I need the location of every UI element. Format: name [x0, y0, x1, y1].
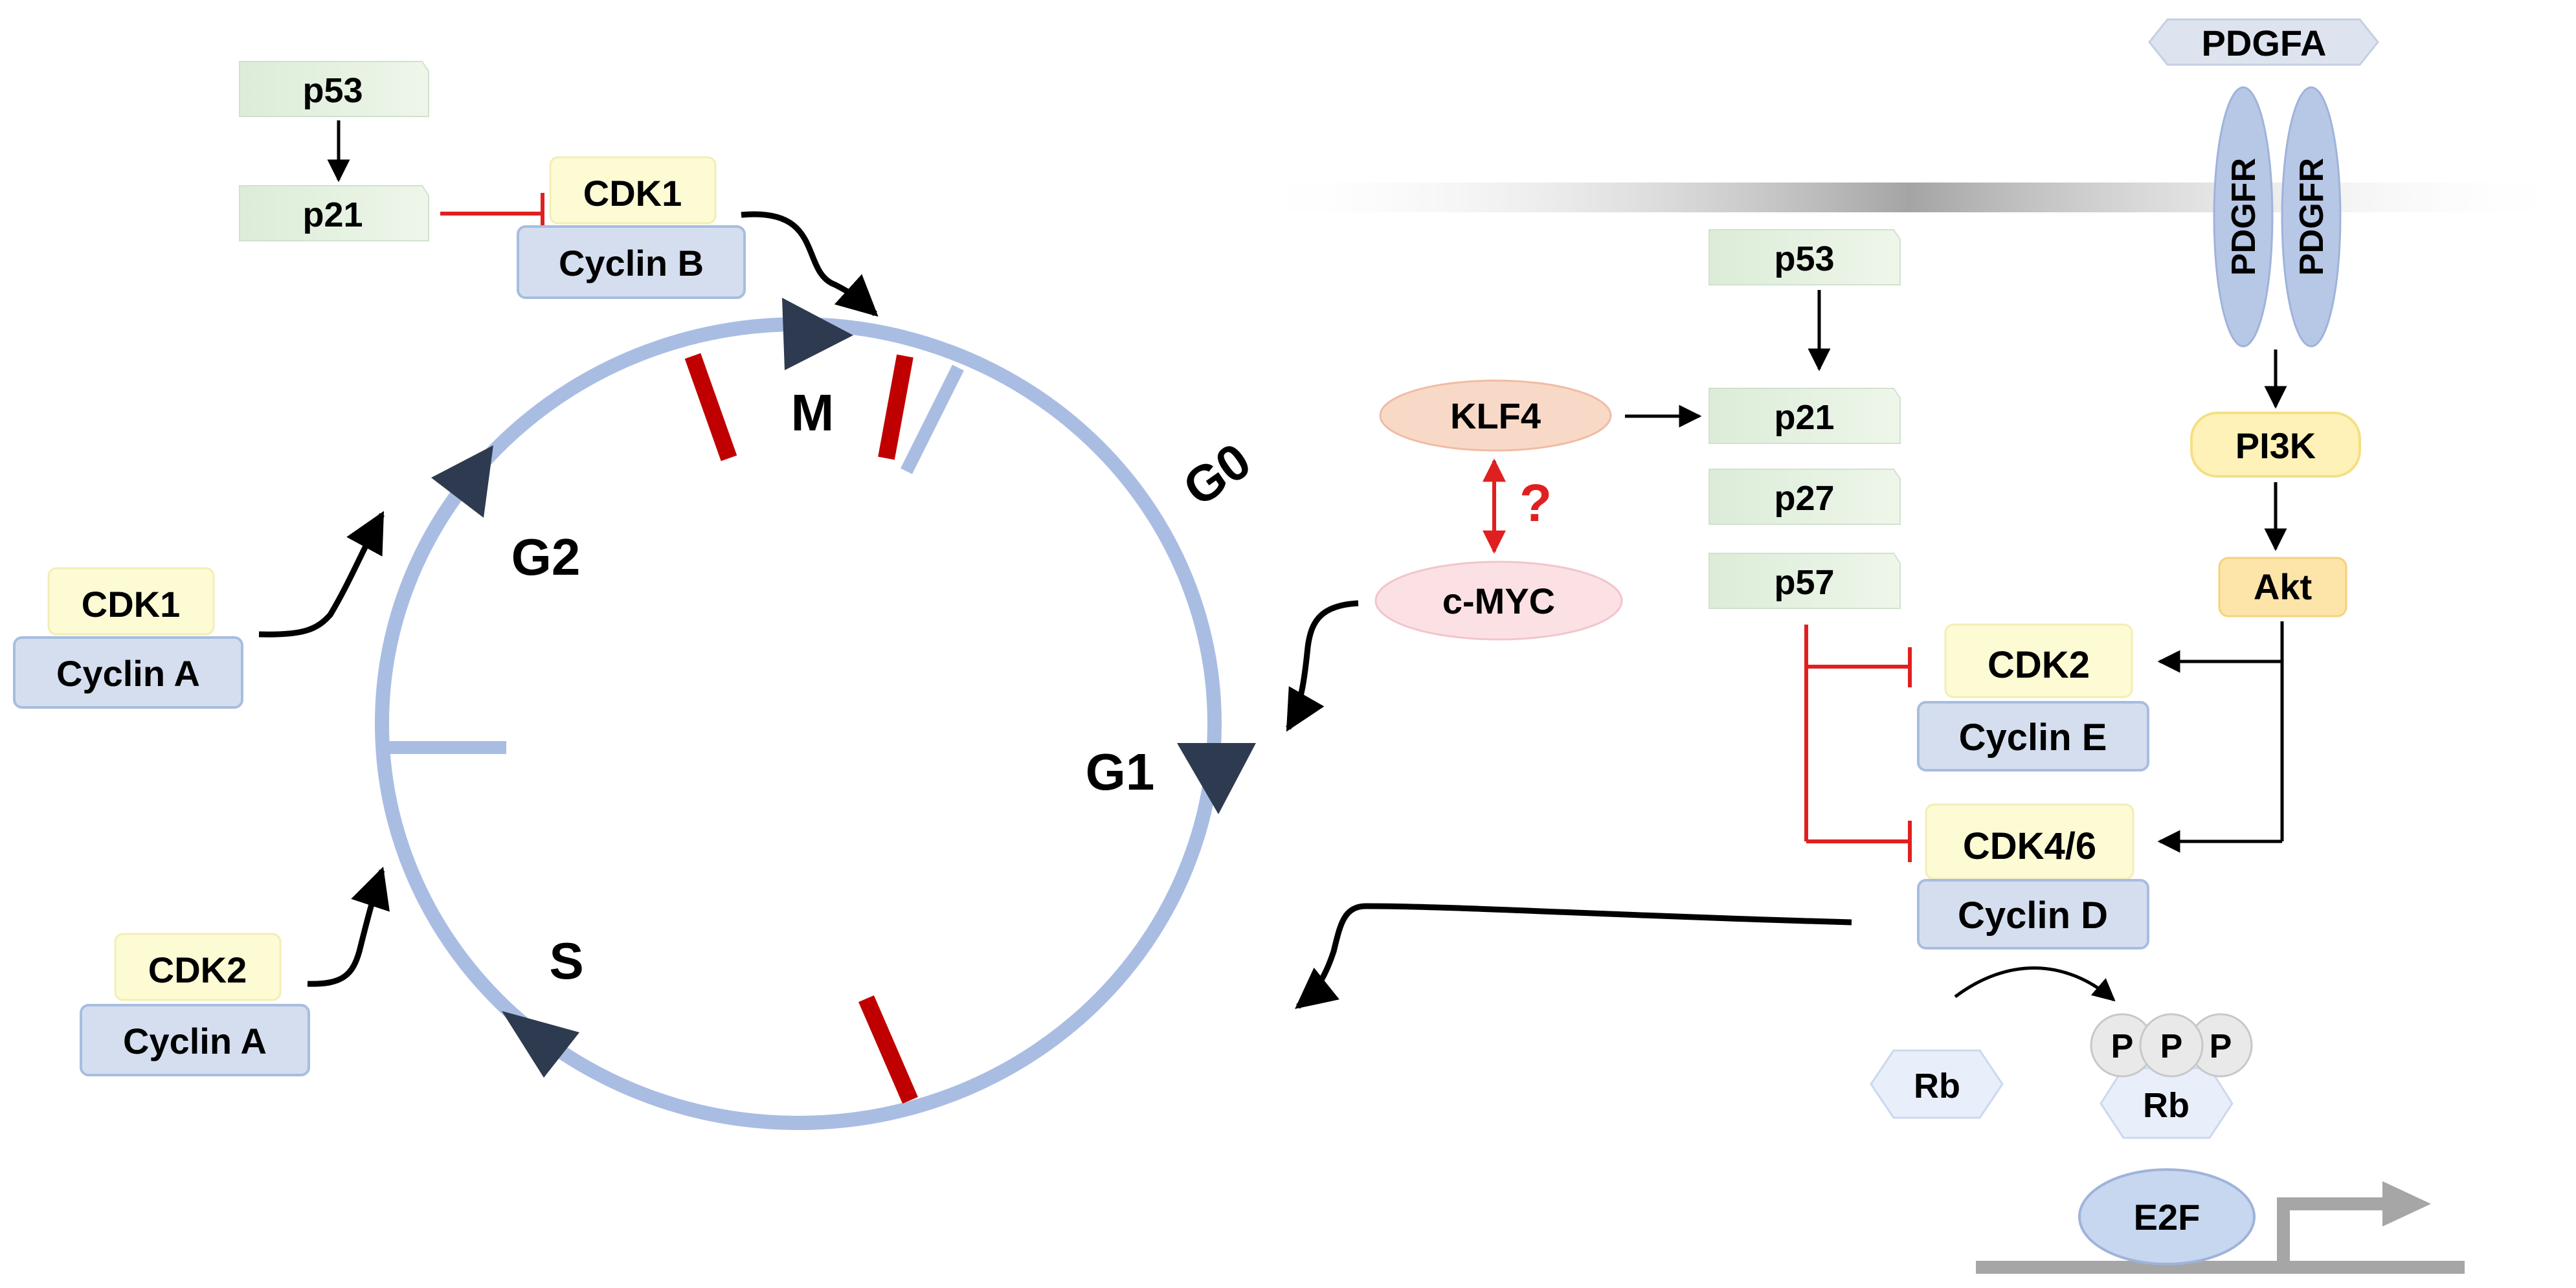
cyclin-e-label: Cyclin E	[1959, 716, 2107, 759]
rb-phospho-label: Rb	[2143, 1086, 2190, 1125]
left-top-pathway: p53 p21 CDK1 Cyclin B	[239, 61, 879, 317]
e2f-label: E2F	[2134, 1197, 2201, 1238]
cycle-arrowhead-g2	[431, 445, 493, 518]
p21-label-right: p21	[1774, 398, 1834, 437]
arrow-cdk2-cyclina-to-s	[307, 867, 390, 987]
cyclin-a-box-s	[80, 1004, 310, 1076]
cmyc-ellipse	[1374, 561, 1623, 641]
e2f-ellipse	[2078, 1168, 2256, 1265]
klf4-ellipse	[1379, 379, 1612, 452]
cyclin-a-label-g2: Cyclin A	[56, 653, 200, 694]
phase-label-g0: G0	[1173, 432, 1261, 517]
phase-label-s: S	[549, 932, 583, 990]
pdgf-pathway: PDGFA PDGFR PDGFR PI3K Akt	[2148, 18, 2379, 853]
phase-label-g1: G1	[1086, 743, 1155, 801]
p53-label-left: p53	[302, 71, 363, 110]
p57-box	[1708, 553, 1901, 609]
cyclin-b-box	[517, 225, 746, 299]
cdk1-cyclin-a-complex: CDK1 Cyclin A	[13, 511, 385, 709]
pdgfr-label-2: PDGFR	[2293, 158, 2331, 276]
pi3k-box	[2190, 412, 2361, 478]
cdk46-label: CDK4/6	[1963, 825, 2096, 867]
pdgfa-label: PDGFA	[2202, 23, 2327, 63]
cycle-arrowhead-s	[502, 1011, 579, 1078]
akt-label: Akt	[2254, 566, 2312, 607]
arrow-cyclind-to-g1-s	[1295, 903, 1852, 1009]
p27-label: p27	[1774, 479, 1834, 518]
p21-label-left: p21	[302, 195, 363, 234]
arrow-cmyc-to-g1	[1286, 600, 1359, 732]
cmyc-label: c-MYC	[1442, 581, 1555, 621]
phosphate-label-3: P	[2210, 1028, 2232, 1065]
p53-box-left	[239, 61, 429, 117]
pdgfr-receptor-1	[2213, 86, 2274, 348]
akt-box	[2218, 557, 2347, 617]
pi3k-label: PI3K	[2235, 425, 2316, 466]
arrow-phosphorylation	[1954, 966, 2116, 1002]
cdk-inhibitor-column: p53 p21 p27 p57	[1708, 229, 1912, 862]
cdk2-cyclin-e-complex: CDK2 Cyclin E	[1917, 623, 2149, 772]
p53-box-right	[1708, 229, 1901, 285]
cdk1-label-top: CDK1	[583, 173, 682, 214]
cdk2-label-right: CDK2	[1988, 644, 2090, 686]
checkpoint-bar-g2-m	[684, 353, 737, 461]
cdk1-label-g2: CDK1	[82, 584, 180, 625]
rb-e2f-module: Rb Rb P P P E2F	[1870, 966, 2465, 1274]
arrow-cdk1-cyclinb-to-m	[741, 211, 879, 317]
phase-label-m: M	[791, 384, 834, 441]
klf4-label: KLF4	[1450, 395, 1541, 436]
cycle-arrowhead-m	[782, 298, 853, 370]
p57-label: p57	[1774, 563, 1834, 602]
transcription-start-arrow	[2277, 1197, 2389, 1262]
g0-exit-line	[901, 364, 964, 474]
cyclin-a-label-s: Cyclin A	[123, 1021, 267, 1061]
question-mark: ?	[1519, 474, 1552, 533]
pdgfa-hexagon	[2148, 18, 2379, 66]
checkpoint-bar-m	[878, 354, 913, 460]
p21-box-left	[239, 185, 429, 241]
cdk46-cyclin-d-complex: CDK4/6 Cyclin D	[1295, 803, 2149, 1009]
rb-hexagon	[1870, 1049, 2004, 1119]
cdk2-box-right	[1944, 623, 2133, 698]
cyclin-a-box-g2	[13, 636, 243, 709]
pdgfr-label-1: PDGFR	[2225, 158, 2263, 276]
cell-cycle-ring	[375, 298, 1256, 1130]
phosphate-circle-2	[2139, 1013, 2204, 1078]
phosphate-label-1: P	[2111, 1028, 2134, 1065]
dna-strand	[1976, 1261, 2465, 1274]
p53-label-right: p53	[1774, 239, 1834, 278]
cell-membrane	[1243, 183, 2576, 212]
checkpoint-bar-g1-s	[858, 995, 918, 1104]
cyclin-b-label: Cyclin B	[559, 243, 704, 283]
phosphate-label-2: P	[2160, 1028, 2183, 1065]
cycle-arrowhead-g1	[1177, 743, 1256, 814]
p27-box	[1708, 469, 1901, 525]
pdgfr-receptor-2	[2281, 86, 2342, 348]
cdk2-label-s: CDK2	[148, 949, 247, 990]
cdk1-box-top	[549, 156, 717, 225]
cyclin-d-box	[1917, 879, 2149, 949]
cdk1-box-g2	[47, 567, 215, 636]
cdk2-box-s	[114, 933, 282, 1001]
rb-label: Rb	[1914, 1067, 1960, 1105]
cyclin-d-label: Cyclin D	[1958, 894, 2108, 937]
arrow-cdk1-cyclina-to-g2	[258, 511, 385, 638]
cdk2-cyclin-a-complex: CDK2 Cyclin A	[80, 867, 390, 1076]
klf4-cmyc-module: KLF4 c-MYC ?	[1286, 379, 1702, 732]
phase-label-g2: G2	[511, 528, 581, 586]
p21-box-right	[1708, 388, 1901, 444]
cyclin-e-box	[1917, 701, 2149, 772]
transcription-arrowhead	[2382, 1181, 2431, 1227]
